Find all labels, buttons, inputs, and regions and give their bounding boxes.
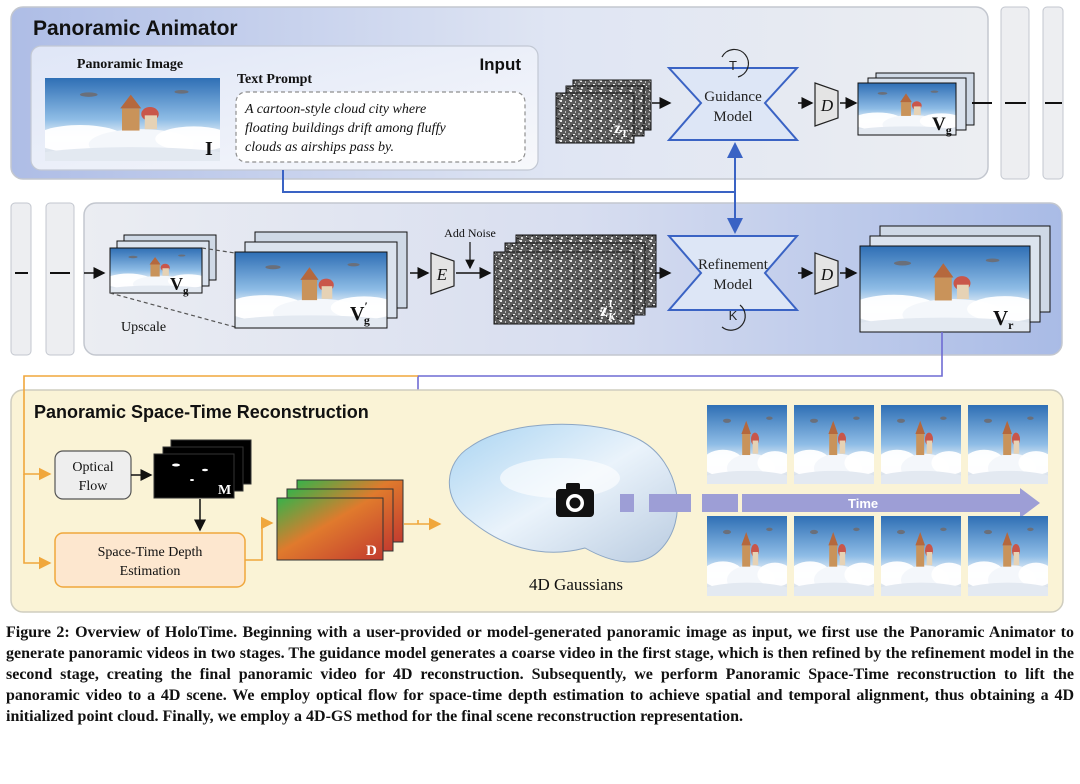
gaussian-highlight xyxy=(500,458,620,498)
vr-symbol: Vr xyxy=(993,306,1014,332)
text-prompt-box xyxy=(235,91,526,163)
k-symbol: K xyxy=(729,308,738,323)
depth-estimation-label: Space-Time Depth xyxy=(98,545,203,560)
time-frame xyxy=(794,516,874,596)
input-label: Input xyxy=(479,55,521,74)
figure-caption: Figure 2: Overview of HoloTime. Beginnin… xyxy=(6,624,1074,725)
time-frame xyxy=(968,405,1048,484)
decoder-symbol: D xyxy=(820,265,834,284)
holotime-overview-diagram: Panoramic Animator Input Panoramic Image… xyxy=(10,6,1064,613)
vg-prime-symbol: V′g xyxy=(350,299,370,327)
optical-flow-label: Optical xyxy=(72,460,113,475)
time-frame xyxy=(881,405,961,484)
mask-blob xyxy=(172,463,180,467)
time-label: Time xyxy=(848,496,878,511)
time-frame xyxy=(881,516,961,596)
gaussians-label: 4D Gaussians xyxy=(529,575,623,594)
text-prompt-label: Text Prompt xyxy=(237,72,312,87)
vg-symbol: Vg xyxy=(932,114,952,137)
orange-connector xyxy=(23,474,52,570)
upscale-guide xyxy=(201,247,236,254)
upscaled-video-border xyxy=(234,251,388,329)
encoder-block xyxy=(430,252,455,295)
time-arrow xyxy=(742,488,1040,518)
coarse-video-vg xyxy=(110,248,202,293)
optical-flow-label: Flow xyxy=(79,479,109,494)
refined-video-vr xyxy=(860,246,1030,332)
depth-estimation-label: Estimation xyxy=(120,564,181,579)
guidance-model xyxy=(666,67,800,141)
mask-blob xyxy=(202,468,208,472)
camera-lens-inner xyxy=(569,497,581,509)
upscaled-video-vg-prime xyxy=(235,252,387,328)
text-condition-connector xyxy=(282,170,735,193)
coarse-video-border xyxy=(109,247,203,294)
continuation-bar xyxy=(1042,6,1064,180)
time-frame xyxy=(707,405,787,484)
add-noise-label: Add Noise xyxy=(444,226,496,240)
decoder-symbol: D xyxy=(820,96,834,115)
time-frame xyxy=(968,516,1048,596)
continuation-bar xyxy=(45,202,75,356)
decoder-block xyxy=(814,82,839,127)
encoder-symbol: E xyxy=(436,265,448,284)
time-frame xyxy=(707,516,787,596)
prompt-line: floating buildings drift among fluffy xyxy=(245,121,446,136)
refined-video-border xyxy=(859,245,1031,333)
upscale-guide xyxy=(109,292,236,328)
time-frame xyxy=(794,405,874,484)
noise-latent-zK xyxy=(493,251,635,325)
decoder-block xyxy=(814,252,839,295)
prompt-line: clouds as airships pass by. xyxy=(245,140,394,155)
motion-mask-m xyxy=(153,453,235,499)
vg-symbol: Vg xyxy=(170,274,189,297)
upscale-label: Upscale xyxy=(121,320,166,335)
refinement-label: Refinement xyxy=(698,257,769,273)
panoramic-image-label: Panoramic Image xyxy=(77,57,183,72)
step-loop-icon xyxy=(721,304,746,331)
guidance-label: Model xyxy=(713,109,752,125)
orange-connector xyxy=(23,375,418,481)
mask-blob xyxy=(190,479,194,481)
time-dash xyxy=(702,494,738,512)
refinement-model xyxy=(666,235,800,311)
depth-symbol: D xyxy=(366,543,377,559)
time-dash xyxy=(649,494,691,512)
reconstruction-title: Panoramic Space-Time Reconstruction xyxy=(34,402,369,422)
timestep-symbol: T xyxy=(729,58,737,73)
camera-icon-top xyxy=(566,483,580,490)
noise-latent-zT xyxy=(555,92,635,144)
refinement-label: Model xyxy=(713,277,752,293)
depth-map-d xyxy=(276,497,384,561)
noise-symbol: zT xyxy=(614,120,628,140)
continuation-bar xyxy=(10,202,32,356)
time-dash xyxy=(620,494,634,512)
coarse-video-border xyxy=(857,82,957,136)
prompt-line: A cartoon-style cloud city where xyxy=(244,102,426,117)
mask-symbol: M xyxy=(218,483,231,498)
guidance-label: Guidance xyxy=(704,89,762,105)
image-symbol: I xyxy=(205,138,213,160)
animator-title: Panoramic Animator xyxy=(33,17,238,40)
orange-connector xyxy=(245,516,274,561)
timestep-loop-icon xyxy=(721,48,750,78)
continuation-bar xyxy=(1000,6,1030,180)
